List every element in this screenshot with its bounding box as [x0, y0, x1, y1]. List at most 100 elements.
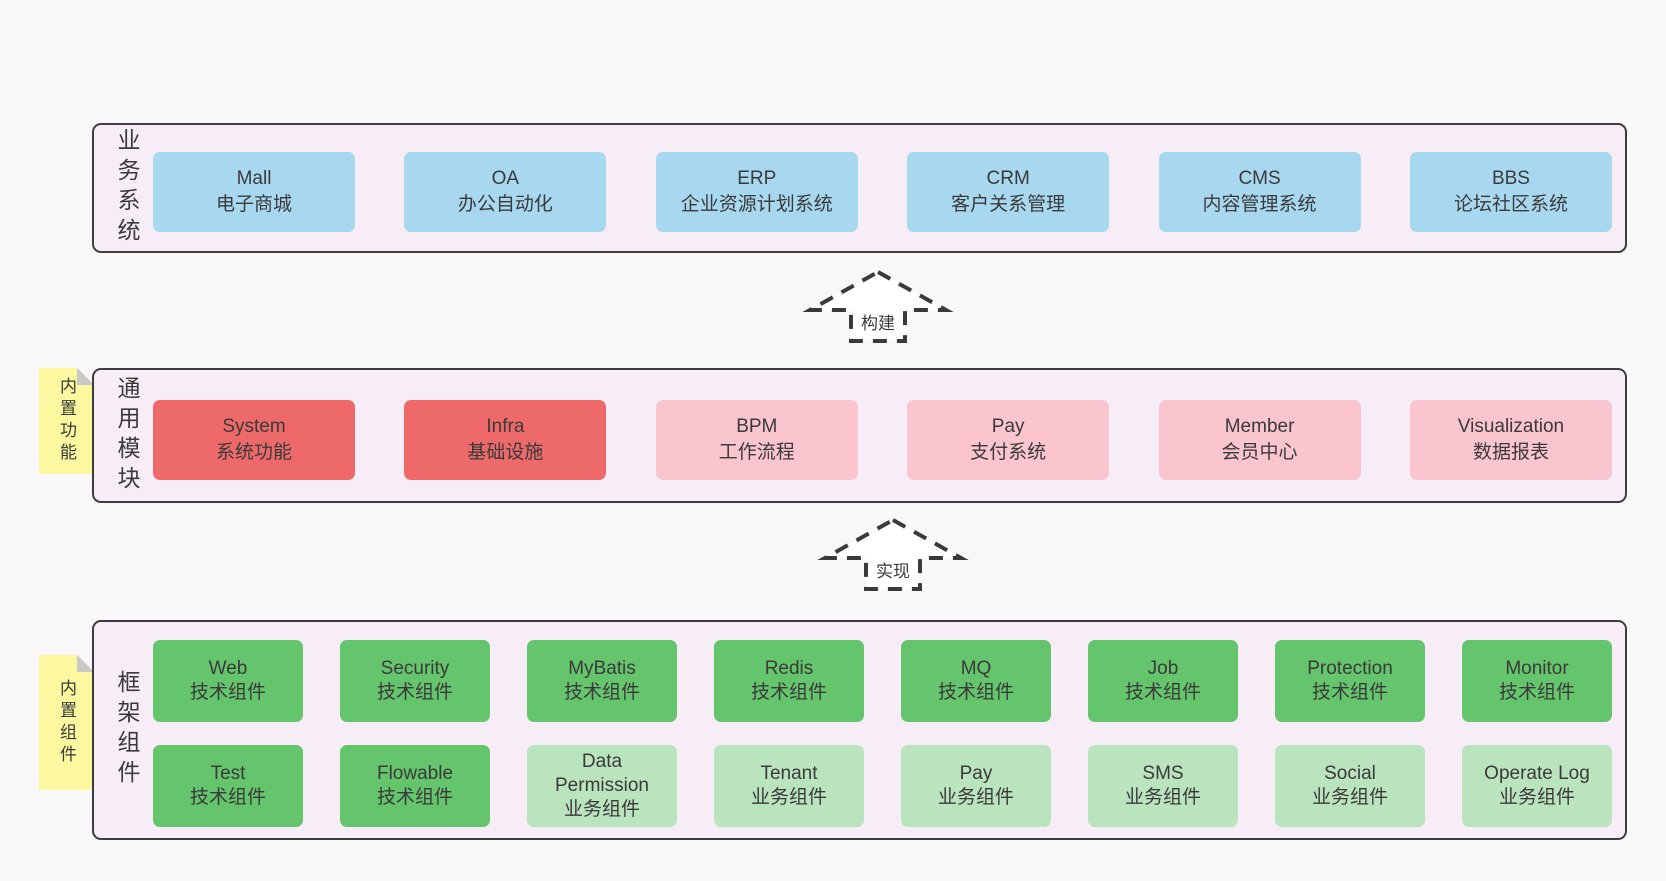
box-title: Mall — [236, 168, 272, 189]
box-title: CRM — [986, 168, 1030, 189]
band-label-business-systems: 业务系统 — [114, 128, 140, 248]
box-subtitle: 业务组件 — [1124, 787, 1201, 808]
diagram-box-bpm: BPM 工作流程 — [655, 400, 858, 480]
diagram-box-pay: Pay 支付系统 — [907, 400, 1110, 480]
diagram-box-visualization: Visualization 数据报表 — [1409, 400, 1612, 480]
box-subtitle: 业务组件 — [1498, 787, 1575, 808]
diagram-box-test: Test 技术组件 — [153, 745, 303, 827]
sticky-note-built-in-components: 内置组件 — [39, 655, 94, 790]
box-subtitle: 工作流程 — [718, 442, 795, 463]
band-common-modules: 通用模块 System 系统功能 Infra 基础设施 BPM 工作流程 Pay 支付系统 Me… — [92, 368, 1627, 503]
box-subtitle: 业务组件 — [1311, 787, 1388, 808]
diagram-box-infra: Infra 基础设施 — [404, 400, 607, 480]
box-subtitle: 基础设施 — [467, 442, 544, 463]
sticky-note-text: 内置组件 — [57, 678, 76, 767]
diagram-box-bbs: BBS 论坛社区系统 — [1409, 152, 1612, 232]
band-framework-components: 框架组件 Web 技术组件 Security 技术组件 MyBatis 技术组件 Redis… — [92, 620, 1627, 840]
box-title: Pay — [959, 763, 993, 784]
box-title: Job — [1147, 658, 1179, 679]
arrow-build-label: 构建 — [858, 309, 898, 334]
box-title: Security — [380, 658, 450, 679]
box-title: Test — [210, 763, 246, 784]
block-arrow-up-icon — [802, 269, 954, 343]
box-title: Infra — [486, 416, 525, 437]
box-title: MQ — [960, 658, 992, 679]
diagram-box-pay: Pay 业务组件 — [901, 745, 1051, 827]
box-subtitle: 技术组件 — [376, 682, 453, 703]
diagram-box-tenant: Tenant 业务组件 — [714, 745, 864, 827]
box-title: ERP — [737, 168, 777, 189]
box-subtitle: 数据报表 — [1472, 442, 1549, 463]
box-subtitle: 技术组件 — [563, 682, 640, 703]
diagram-box-cms: CMS 内容管理系统 — [1158, 152, 1361, 232]
box-subtitle: 内容管理系统 — [1202, 194, 1317, 215]
diagram-box-mybatis: MyBatis 技术组件 — [527, 640, 677, 722]
box-title: BPM — [736, 416, 778, 437]
box-title: Protection — [1307, 658, 1393, 679]
sticky-note-built-in-features: 内置功能 — [39, 368, 94, 474]
diagram-box-security: Security 技术组件 — [340, 640, 490, 722]
diagram-box-social: Social 业务组件 — [1275, 745, 1425, 827]
box-title: Member — [1224, 416, 1295, 437]
note-fold-icon — [77, 655, 94, 672]
box-title: Visualization — [1457, 416, 1565, 437]
arrow-implement-label: 实现 — [873, 557, 913, 582]
common-modules-box-row: System 系统功能 Infra 基础设施 BPM 工作流程 Pay 支付系统 Member 会… — [153, 400, 1612, 480]
block-arrow-up-icon — [817, 517, 969, 591]
diagram-box-mq: MQ 技术组件 — [901, 640, 1051, 722]
diagram-box-flowable: Flowable 技术组件 — [340, 745, 490, 827]
box-subtitle: 技术组件 — [1311, 682, 1388, 703]
diagram-box-web: Web 技术组件 — [153, 640, 303, 722]
box-title: Data Permission — [555, 751, 649, 796]
box-title: Social — [1324, 763, 1376, 784]
box-subtitle: 系统功能 — [215, 442, 292, 463]
box-subtitle: 技术组件 — [189, 787, 266, 808]
box-title: Flowable — [376, 763, 454, 784]
box-title: System — [222, 416, 286, 437]
box-title: BBS — [1491, 168, 1530, 189]
box-subtitle: 论坛社区系统 — [1453, 194, 1568, 215]
diagram-box-protection: Protection 技术组件 — [1275, 640, 1425, 722]
diagram-box-data-permission: Data Permission 业务组件 — [527, 745, 677, 827]
box-title: OA — [491, 168, 520, 189]
sticky-note-text: 内置功能 — [57, 377, 76, 465]
box-subtitle: 业务组件 — [750, 787, 827, 808]
box-subtitle: 客户关系管理 — [951, 194, 1066, 215]
box-subtitle: 技术组件 — [750, 682, 827, 703]
box-title: Tenant — [760, 763, 818, 784]
note-fold-icon — [77, 368, 94, 385]
diagram-box-sms: SMS 业务组件 — [1088, 745, 1238, 827]
box-subtitle: 企业资源计划系统 — [680, 194, 833, 215]
box-title: MyBatis — [568, 658, 636, 679]
box-subtitle: 业务组件 — [563, 799, 640, 820]
band-label-framework-components: 框架组件 — [114, 670, 140, 790]
box-title: Pay — [991, 416, 1025, 437]
box-subtitle: 电子商城 — [215, 194, 292, 215]
box-title: Redis — [764, 658, 814, 679]
box-subtitle: 技术组件 — [937, 682, 1014, 703]
diagram-box-crm: CRM 客户关系管理 — [907, 152, 1110, 232]
box-title: SMS — [1142, 763, 1184, 784]
box-subtitle: 技术组件 — [376, 787, 453, 808]
box-subtitle: 技术组件 — [189, 682, 266, 703]
box-subtitle: 支付系统 — [970, 442, 1047, 463]
arrow-implement: 实现 — [817, 517, 969, 591]
box-subtitle: 业务组件 — [937, 787, 1014, 808]
arrow-build: 构建 — [802, 269, 954, 343]
box-subtitle: 会员中心 — [1221, 442, 1298, 463]
diagram-box-mall: Mall 电子商城 — [153, 152, 355, 232]
diagram-box-member: Member 会员中心 — [1158, 400, 1361, 480]
band-label-common-modules: 通用模块 — [114, 375, 140, 496]
box-title: CMS — [1238, 168, 1281, 189]
diagram-box-system: System 系统功能 — [153, 400, 355, 480]
box-title: Web — [208, 658, 248, 679]
box-title: Monitor — [1505, 658, 1569, 679]
